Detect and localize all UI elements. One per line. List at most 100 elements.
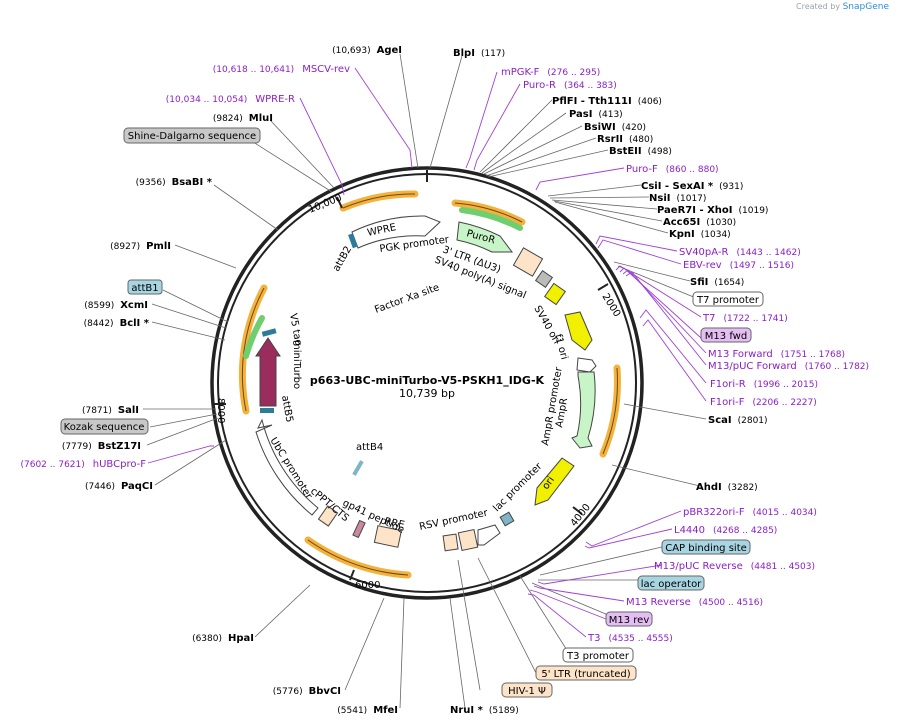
enzyme-mfei: (5541)MfeI — [337, 705, 398, 716]
rsv-promoter-arrow — [477, 524, 501, 546]
enzyme-blpi: BlpI(117) — [453, 48, 505, 59]
primer-m13-reverse: M13 Reverse(4500 .. 4516) — [626, 597, 763, 608]
primer-hubcpro-f: (7602 .. 7621)hUBCpro-F — [20, 459, 146, 470]
enzyme-paer7i: PaeR7I - XhoI(1019) — [657, 205, 768, 216]
label-rsv-promoter: RSV promoter — [418, 507, 489, 532]
puror-arrow — [456, 221, 513, 253]
box-kozak — [60, 418, 149, 435]
enzyme-acc65i: Acc65I(1030) — [663, 217, 736, 228]
enzyme-agei: (10,693)AgeI — [332, 45, 402, 56]
ltr-box-1 — [457, 528, 479, 552]
box-cap-binding — [661, 539, 751, 555]
enzyme-sfii: SfiI(1654) — [690, 277, 744, 288]
primer-mscv-rev: (10,618 .. 10,641)MSCV-rev — [213, 64, 350, 75]
box-t7-promoter — [692, 291, 764, 307]
label-attb5: attB5 — [279, 395, 295, 424]
box-m13-fwd-label: M13 fwd — [705, 331, 747, 342]
box-t7-promoter-label: T7 promoter — [696, 295, 760, 306]
label-f1-ori: f1 ori — [552, 333, 569, 361]
wpre-arrow — [351, 215, 441, 249]
enzyme-bcli: (8442)BclI * — [84, 318, 150, 329]
box-5ltr-truncated — [535, 665, 637, 681]
enzyme-bbvci: (5776)BbvCI — [273, 686, 341, 697]
primer-sv40pa-r: SV40pA-R(1443 .. 1462) — [679, 247, 801, 258]
credit-prefix: Created by — [796, 2, 841, 11]
backbone-outer — [210, 166, 644, 600]
leader-lines — [143, 53, 707, 709]
box-attb1-label: attB1 — [131, 283, 158, 294]
enzyme-nrui: NruI *(5189) — [450, 705, 519, 716]
box-m13-rev-label: M13 rev — [609, 615, 650, 626]
label-attb4: attB4 — [356, 442, 383, 453]
green-arcs — [243, 207, 523, 359]
attb2-marker — [348, 233, 358, 249]
ori-arrow — [534, 457, 575, 506]
f1-ori-arrow — [564, 311, 593, 351]
box-kozak-label: Kozak sequence — [64, 422, 145, 433]
box-lac-operator-label: lac operator — [641, 579, 702, 590]
ubc-promoter-arrow — [255, 418, 319, 516]
box-hiv1-psi-label: HIV-1 Ψ — [508, 686, 546, 697]
box-5ltr-truncated-label: 5' LTR (truncated) — [541, 669, 630, 680]
enzyme-bsteii: BstEII(498) — [609, 146, 672, 157]
ltr-box-2 — [442, 533, 459, 552]
gp41-box — [352, 519, 366, 539]
miniturbo-arrow — [255, 337, 281, 407]
label-rre: RRE — [383, 516, 405, 531]
enzyme-ahdi: AhdI(3282) — [696, 482, 758, 493]
primer-t7: T7(1722 .. 1741) — [702, 313, 788, 324]
ampr-arrow — [571, 371, 596, 449]
box-attb1 — [127, 279, 163, 295]
primer-puro-f: Puro-F(860 .. 880) — [626, 164, 719, 175]
label-factor-xa: Factor Xa site — [373, 282, 441, 316]
box-shine-dalgarno-label: Shine-Dalgarno sequence — [128, 131, 256, 142]
snapgene-credit: Created by SnapGene — [796, 2, 889, 12]
box-m13-fwd — [700, 327, 752, 343]
enzyme-sali: (7871)SalI — [82, 405, 139, 416]
grey-box — [534, 269, 554, 289]
cppt-box — [317, 505, 339, 527]
box-hiv1-psi — [501, 682, 553, 698]
lac-promoter-marker — [499, 511, 515, 527]
inner-features — [255, 215, 597, 552]
enzyme-scai: ScaI(2801) — [708, 415, 768, 426]
attb4-marker — [352, 460, 364, 476]
primer-m13-forward: M13 Forward(1751 .. 1768) — [708, 349, 845, 360]
enzyme-xcmi: (8599)XcmI — [84, 300, 148, 311]
primer-m13-puc-reverse: M13/pUC Reverse(4481 .. 4503) — [654, 561, 815, 572]
box-shine-dalgarno — [123, 127, 261, 144]
primer-f1ori-f: F1ori-F(2206 .. 2227) — [710, 397, 817, 408]
v5-tag-marker — [261, 328, 277, 337]
enzyme-bsabi: (9356)BsaBI * — [136, 177, 213, 188]
primer-m13-puc-forward: M13/pUC Forward(1760 .. 1782) — [708, 361, 869, 372]
primer-t3: T3(4535 .. 4555) — [587, 633, 673, 644]
primer-mpgk-f: mPGK-F(276 .. 295) — [501, 67, 600, 78]
enzyme-pflfi: PflFI - Tth111I(406) — [552, 96, 662, 107]
primer-l4440: L4440(4268 .. 4285) — [674, 525, 777, 536]
enzyme-bstz17i: (7779)BstZ17I — [62, 441, 141, 452]
enzyme-rsrii: RsrII(480) — [597, 134, 653, 145]
attb5-marker — [260, 408, 274, 413]
enzyme-pmli: (8927)PmlI — [110, 241, 171, 252]
plasmid-length: 10,739 bp — [399, 387, 455, 400]
enzyme-kpni: KpnI(1034) — [669, 229, 731, 240]
enzyme-csii: CsiI - SexAI *(931) — [641, 181, 743, 192]
ruler-label-2000: 2000 — [599, 292, 622, 319]
enzyme-hpai: (6380)HpaI — [192, 633, 254, 644]
box-lac-operator — [637, 575, 705, 591]
label-v5-tag: V5 tag — [287, 313, 304, 347]
credit-brand: SnapGene — [842, 2, 889, 12]
box-t3-promoter-label: T3 promoter — [566, 651, 630, 662]
ampr-promoter-arrow — [576, 357, 597, 373]
plasmid-title: p663-UBC-miniTurbo-V5-PSKH1_IDG-K — [310, 374, 545, 387]
enzyme-mlui: (9824)MluI — [213, 113, 273, 124]
label-attb2: attB2 — [331, 244, 354, 273]
enzyme-bsiwi: BsiWI(420) — [584, 122, 646, 133]
ruler-label-6000: 6000 — [355, 580, 380, 591]
primer-pbr322ori-f: pBR322ori-F(4015 .. 4034) — [683, 507, 817, 518]
enzyme-pasi: PasI(413) — [569, 109, 623, 120]
ruler-label-8000: 8000 — [215, 398, 226, 423]
primer-f1ori-r: F1ori-R(1996 .. 2015) — [710, 379, 818, 390]
primer-ebv-rev: EBV-rev(1497 .. 1516) — [683, 260, 794, 271]
